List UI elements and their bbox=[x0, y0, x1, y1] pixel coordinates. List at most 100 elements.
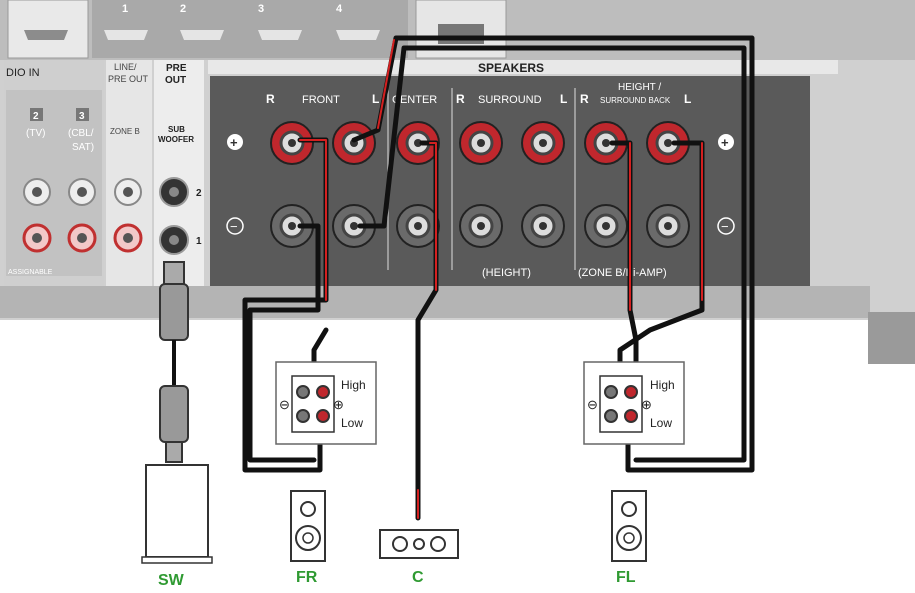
terminal-front-l-plus bbox=[332, 121, 376, 165]
bi-amp-box-fr bbox=[275, 361, 377, 445]
input-3-number: 3 bbox=[79, 111, 85, 122]
terminal-height-l-plus bbox=[646, 121, 690, 165]
hdmi-port-2 bbox=[180, 30, 224, 40]
height-r-label: R bbox=[580, 92, 589, 106]
input-2-number: 2 bbox=[33, 111, 39, 122]
sub-jack-2-number: 2 bbox=[196, 188, 202, 199]
center-label: CENTER bbox=[392, 94, 437, 106]
zone-b-bi-amp-note: (ZONE B/Bi-AMP) bbox=[578, 267, 667, 279]
speakers-title: SPEAKERS bbox=[478, 61, 544, 75]
input-2-name: (TV) bbox=[26, 128, 45, 139]
subwoofer-icon bbox=[141, 464, 213, 564]
surround-r-label: R bbox=[456, 92, 465, 106]
speakers-panel bbox=[210, 76, 810, 286]
sub-plug-body-top bbox=[159, 283, 189, 341]
hdmi-port-3 bbox=[258, 30, 302, 40]
fl-plus-sign: ⊕ bbox=[641, 397, 652, 412]
sub-plug-top bbox=[163, 261, 185, 285]
subwoofer-label-line1: SUB bbox=[168, 125, 185, 134]
plus-sign-left: + bbox=[230, 135, 238, 150]
network-port bbox=[438, 24, 484, 44]
input-3-name-line1: (CBL/ bbox=[68, 128, 94, 139]
fr-high-label: High bbox=[341, 378, 366, 392]
fl-minus-sign: ⊖ bbox=[587, 397, 598, 412]
zone-b-label: ZONE B bbox=[110, 127, 140, 136]
hdmi-number-4: 4 bbox=[336, 3, 343, 15]
minus-badge-left bbox=[226, 217, 244, 235]
fl-label: FL bbox=[616, 569, 636, 586]
sub-jack-1-pin bbox=[169, 235, 179, 245]
hdmi-number-1: 1 bbox=[122, 3, 128, 15]
minus-badge-right bbox=[717, 217, 735, 235]
pre-out-label-line2: OUT bbox=[165, 75, 186, 86]
input-3-name-line2: SAT) bbox=[72, 142, 94, 153]
speakers-header-strip bbox=[208, 60, 838, 74]
terminal-front-r-minus bbox=[270, 204, 314, 248]
sub-plug-body-bottom bbox=[159, 385, 189, 443]
terminal-center-minus bbox=[396, 204, 440, 248]
terminal-surround-r-plus bbox=[459, 121, 503, 165]
speaker-fl-icon bbox=[611, 490, 647, 562]
surround-l-label: L bbox=[560, 92, 567, 106]
height-label-line1: HEIGHT / bbox=[618, 82, 661, 93]
fr-minus-sign: ⊖ bbox=[279, 397, 290, 412]
minus-sign-left: − bbox=[230, 219, 238, 234]
assignable-label: ASSIGNABLE bbox=[8, 269, 53, 276]
hdmi-number-2: 2 bbox=[180, 3, 186, 15]
rca-input3-red-pin bbox=[77, 233, 87, 243]
height-note: (HEIGHT) bbox=[482, 267, 531, 279]
receiver-foot bbox=[868, 312, 915, 364]
hdmi-port-out bbox=[24, 30, 68, 40]
sw-label: SW bbox=[158, 572, 185, 589]
height-l-label: L bbox=[684, 92, 691, 106]
fr-low-label: Low bbox=[341, 416, 363, 430]
sub-plug-bottom bbox=[165, 441, 183, 463]
wire-center bbox=[415, 140, 439, 521]
speaker-fr-icon bbox=[290, 490, 326, 562]
c-label: C bbox=[412, 569, 424, 586]
fr-plus-sign: ⊕ bbox=[333, 397, 344, 412]
front-l-label: L bbox=[372, 92, 379, 106]
hdmi-out-panel bbox=[7, 0, 89, 59]
fl-high-label: High bbox=[650, 378, 675, 392]
fr-label: FR bbox=[296, 569, 318, 586]
plus-badge-left bbox=[227, 134, 243, 150]
wire-front-left bbox=[351, 35, 755, 473]
rca-input2-white-pin bbox=[32, 187, 42, 197]
height-label-line2: SURROUND BACK bbox=[600, 96, 671, 105]
sub-jack-2-pin bbox=[169, 187, 179, 197]
speaker-center-icon bbox=[379, 529, 459, 559]
terminal-height-l-minus bbox=[646, 204, 690, 248]
hdmi-port-1 bbox=[104, 30, 148, 40]
input-2-badge bbox=[30, 108, 43, 121]
terminal-front-r-plus bbox=[270, 121, 314, 165]
fl-low-label: Low bbox=[650, 416, 672, 430]
wire-front-right bbox=[242, 137, 329, 473]
bi-amp-box-fl bbox=[583, 361, 685, 445]
plus-badge-right bbox=[718, 134, 734, 150]
hdmi-port-4 bbox=[336, 30, 380, 40]
hdmi-number-3: 3 bbox=[258, 3, 264, 15]
terminal-surround-r-minus bbox=[459, 204, 503, 248]
rca-zoneb-white-pin bbox=[123, 187, 133, 197]
audio-in-label: DIO IN bbox=[6, 67, 40, 79]
terminal-height-r-minus bbox=[584, 204, 628, 248]
sub-jack-1-number: 1 bbox=[196, 236, 202, 247]
minus-sign-right: − bbox=[721, 219, 729, 234]
rca-zoneb-red-pin bbox=[123, 233, 133, 243]
rca-input2-red-pin bbox=[32, 233, 42, 243]
terminal-surround-l-minus bbox=[521, 204, 565, 248]
rca-input3-white-pin bbox=[77, 187, 87, 197]
surround-label: SURROUND bbox=[478, 94, 542, 106]
line-pre-out-label-line2: PRE OUT bbox=[108, 74, 149, 84]
pre-out-label-line1: PRE bbox=[166, 63, 187, 74]
hdmi-in-panel bbox=[92, 0, 408, 58]
front-r-label: R bbox=[266, 92, 275, 106]
line-pre-out-label-line1: LINE/ bbox=[114, 62, 137, 72]
input-3-badge bbox=[76, 108, 89, 121]
plus-sign-right: + bbox=[721, 135, 729, 150]
subwoofer-label-line2: WOOFER bbox=[158, 135, 194, 144]
front-label: FRONT bbox=[302, 94, 340, 106]
terminal-surround-l-plus bbox=[521, 121, 565, 165]
